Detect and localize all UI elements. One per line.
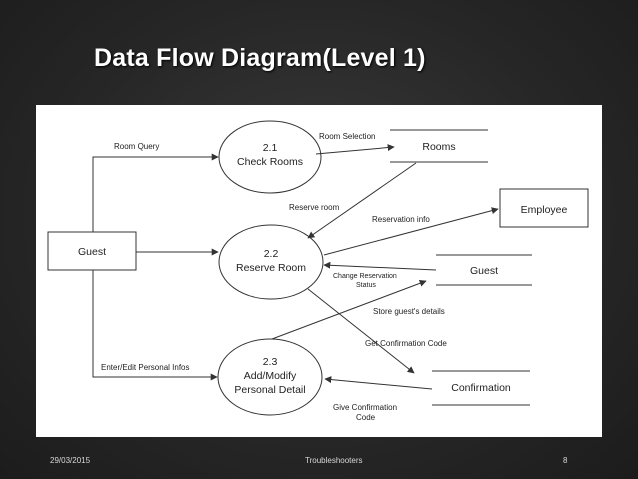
flow-room-query-label: Room Query [114, 142, 159, 151]
diagram-canvas: Guest Employee 2.1 Check Rooms 2.2 Reser… [36, 105, 602, 437]
employee-entity-label: Employee [521, 204, 568, 216]
footer-date: 29/03/2015 [50, 456, 91, 465]
flow-change-reservation [323, 261, 437, 271]
flow-change-reservation-label-2: Status [356, 282, 376, 289]
flow-reservation-info [323, 207, 499, 256]
store-confirmation [432, 370, 530, 406]
process-2-3-id: 2.3 [263, 356, 278, 368]
process-2-3 [217, 338, 323, 416]
guest-entity-box [47, 231, 137, 271]
employee-entity-box [499, 188, 589, 228]
flow-change-reservation-label-1: Change Reservation [333, 273, 397, 280]
flow-reserve-room [307, 162, 417, 239]
process-2-3-name: Add/Modify [244, 370, 297, 382]
flow-reserve-room-label: Reserve room [289, 203, 340, 212]
store-guest-label: Guest [470, 265, 498, 277]
footer-page-number: 8 [563, 456, 568, 465]
process-2-1-id: 2.1 [263, 142, 278, 154]
store-guest [436, 254, 532, 286]
flow-room-selection [315, 144, 395, 155]
flow-give-confirmation [324, 376, 433, 390]
process-2-2 [218, 224, 324, 300]
flow-reservation-info-label: Reservation info [372, 215, 430, 224]
flow-enter-edit [92, 270, 218, 381]
flow-room-query [92, 153, 219, 232]
footer-center-text: Troubleshooters [305, 456, 363, 465]
flow-give-confirmation-label-2: Code [356, 413, 376, 422]
flow-store-guest-details-label: Store guest's details [373, 307, 445, 316]
process-2-1-name: Check Rooms [237, 156, 303, 168]
store-rooms-label: Rooms [422, 141, 455, 153]
store-confirmation-label: Confirmation [451, 382, 511, 394]
process-2-2-name: Reserve Room [236, 262, 306, 274]
process-2-2-id: 2.2 [264, 248, 279, 260]
process-2-3-name-2: Personal Detail [234, 384, 305, 396]
guest-entity-label: Guest [78, 246, 106, 258]
flow-get-confirmation-label: Get Confirmation Code [365, 339, 447, 348]
flow-get-confirmation [307, 288, 415, 374]
flow-give-confirmation-label-1: Give Confirmation [333, 403, 397, 412]
flow-room-selection-label: Room Selection [319, 132, 375, 141]
flow-enter-edit-label: Enter/Edit Personal Infos [101, 363, 190, 372]
store-rooms [390, 129, 488, 163]
flow-store-guest-details [271, 279, 427, 340]
process-2-1 [218, 120, 322, 194]
slide-title: Data Flow Diagram(Level 1) [94, 44, 426, 72]
